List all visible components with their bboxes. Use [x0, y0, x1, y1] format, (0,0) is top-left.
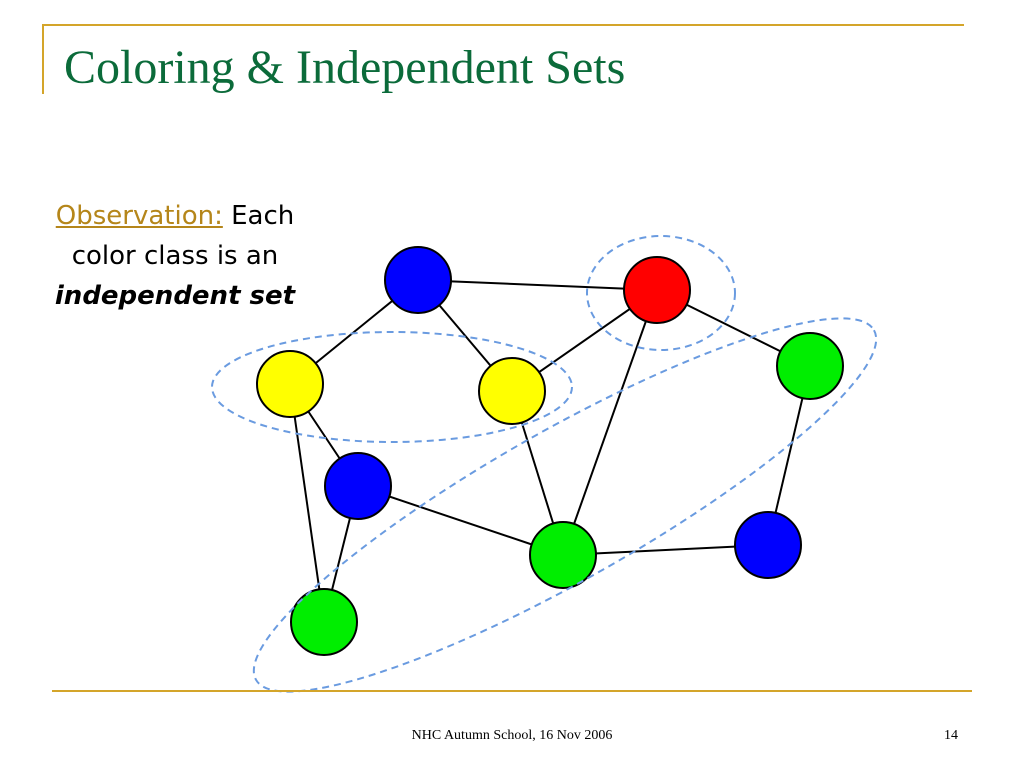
observation-text: Observation: Each color class is an inde…	[20, 196, 330, 316]
graph-node-yellow-y1	[256, 350, 324, 418]
footer-line	[52, 690, 972, 692]
independent-set-ellipse-green	[252, 317, 878, 693]
graph-node-green-g1	[776, 332, 844, 400]
observation-label: Observation:	[55, 201, 223, 231]
observation-text-1: Each	[231, 201, 295, 231]
graph-node-red-r1	[623, 256, 691, 324]
graph-node-green-g2	[529, 521, 597, 589]
footer-text: NHC Autumn School, 16 Nov 2006	[411, 728, 613, 743]
graph-node-green-g3	[290, 588, 358, 656]
graph-node-blue-b1	[384, 246, 452, 314]
observation-text-2: color class is an	[71, 241, 279, 271]
slide-title: Coloring & Independent Sets	[64, 41, 626, 94]
observation-emphasis: independent set	[54, 281, 296, 311]
graph-node-blue-b2	[324, 452, 392, 520]
graph-edge-r1-g2	[562, 289, 658, 556]
graph-node-yellow-y2	[478, 357, 546, 425]
graph-edge-g2-b3	[562, 544, 769, 556]
graph-edge-b1-r1	[417, 279, 658, 291]
graph-edge-y1-g3	[289, 383, 325, 623]
independent-set-ellipse-yellow	[211, 331, 573, 443]
graph-edge-b2-g2	[357, 485, 564, 556]
title-frame-top-line	[42, 24, 964, 26]
page-number: 14	[944, 728, 958, 743]
title-frame-left-line	[42, 24, 44, 94]
graph-node-blue-b3	[734, 511, 802, 579]
independent-set-ellipse-red	[586, 235, 736, 351]
